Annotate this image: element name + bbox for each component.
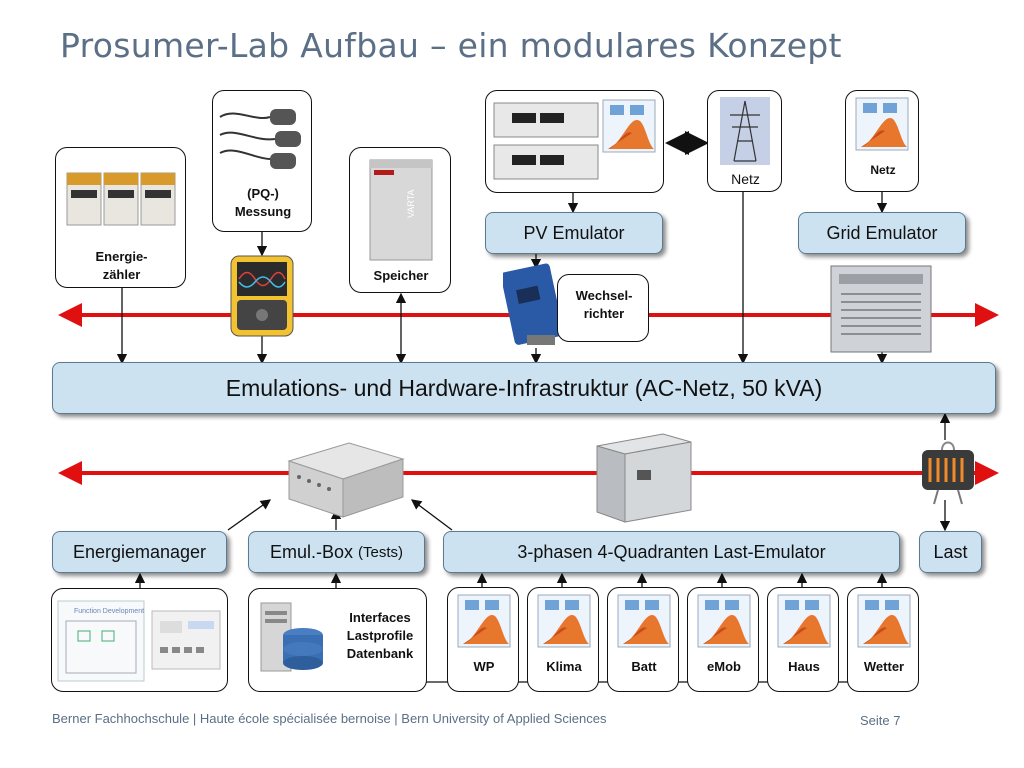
- simulation-model-icon: [777, 594, 831, 648]
- database-box: Interfaces Lastprofile Datenbank: [248, 588, 427, 692]
- energiemanager-box: Energiemanager: [52, 531, 227, 573]
- slide-title: Prosumer-Lab Aufbau – ein modulares Konz…: [60, 26, 842, 65]
- load-emulator-cabinet-icon: [596, 433, 692, 523]
- netz-sim-label: Netz: [870, 163, 896, 177]
- model-label: Haus: [788, 659, 820, 674]
- pq-messung-box: (PQ-) Messung: [212, 90, 312, 232]
- svg-text:Function Development: Function Development: [74, 608, 144, 615]
- inverter-icon: [503, 263, 564, 345]
- last-emulator-box: 3-phasen 4-Quadranten Last-Emulator: [443, 531, 900, 573]
- model-box-wp: WP: [447, 587, 519, 692]
- wechselrichter-label: Wechsel- richter: [575, 288, 633, 321]
- energiezaehler-label: Energie- zähler: [95, 249, 148, 282]
- svg-text:VARTA: VARTA: [406, 189, 416, 218]
- power-pylon-icon: [720, 97, 770, 165]
- model-box-haus: Haus: [767, 587, 839, 692]
- simulation-model-icon: [537, 594, 591, 648]
- emul-box-box: Emul.-Box (Tests): [248, 531, 425, 573]
- model-box-emob: eMob: [687, 587, 759, 692]
- wechselrichter-box: Wechsel- richter: [557, 274, 649, 342]
- pq-messung-label: (PQ-) Messung: [234, 186, 292, 219]
- model-box-batt: Batt: [607, 587, 679, 692]
- simulation-model-icon: [617, 594, 671, 648]
- page-number: Seite 7: [860, 713, 901, 728]
- pv-emulator-box: PV Emulator: [485, 212, 663, 254]
- speicher-label: Speicher: [373, 268, 429, 283]
- speicher-box: VARTA Speicher: [349, 147, 451, 293]
- emulation-box-device-icon: [287, 442, 405, 518]
- footer-text: Berner Fachhochschule | Haute école spéc…: [52, 711, 607, 726]
- netz-sim-box: Netz: [845, 90, 919, 192]
- emul-box-label: Emul.-Box: [269, 541, 353, 562]
- model-box-wetter: Wetter: [847, 587, 919, 692]
- model-label: eMob: [707, 659, 741, 674]
- last-box: Last: [919, 531, 982, 573]
- model-label: Wetter: [863, 659, 905, 674]
- controller-screenshot-icon: Function Development: [57, 600, 221, 682]
- netz-photo-label: Netz: [731, 171, 760, 187]
- database-server-icon: [260, 602, 323, 672]
- grid-emulator-cabinet-icon: [830, 265, 932, 353]
- database-label: Interfaces Lastprofile Datenbank: [346, 610, 414, 661]
- model-label: Batt: [631, 659, 657, 674]
- current-clamp-icon: [219, 109, 301, 169]
- heater-load-icon: [922, 441, 974, 505]
- energiezaehler-box: Energie- zähler: [55, 147, 186, 288]
- grid-emulator-box: Grid Emulator: [798, 212, 966, 254]
- power-analyzer-icon: [230, 255, 294, 337]
- model-label: Klima: [546, 659, 582, 674]
- simulation-model-icon: [855, 97, 909, 151]
- model-box-klima: Klima: [527, 587, 599, 692]
- simulation-model-icon: [457, 594, 511, 648]
- energiemanager-screens-box: Function Development: [51, 588, 228, 692]
- battery-storage-icon: VARTA: [369, 159, 433, 261]
- dc-power-supply-icon: [493, 102, 599, 180]
- simulation-model-icon: [857, 594, 911, 648]
- pv-source-box: [485, 90, 664, 193]
- infrastructure-bar: Emulations- und Hardware-Infrastruktur (…: [52, 362, 996, 414]
- netz-photo-box: Netz: [707, 90, 782, 192]
- simulation-model-icon: [602, 99, 656, 153]
- energy-meter-icon: [66, 172, 176, 226]
- emul-box-suffix: (Tests): [358, 543, 404, 561]
- simulation-model-icon: [697, 594, 751, 648]
- model-label: WP: [473, 659, 495, 674]
